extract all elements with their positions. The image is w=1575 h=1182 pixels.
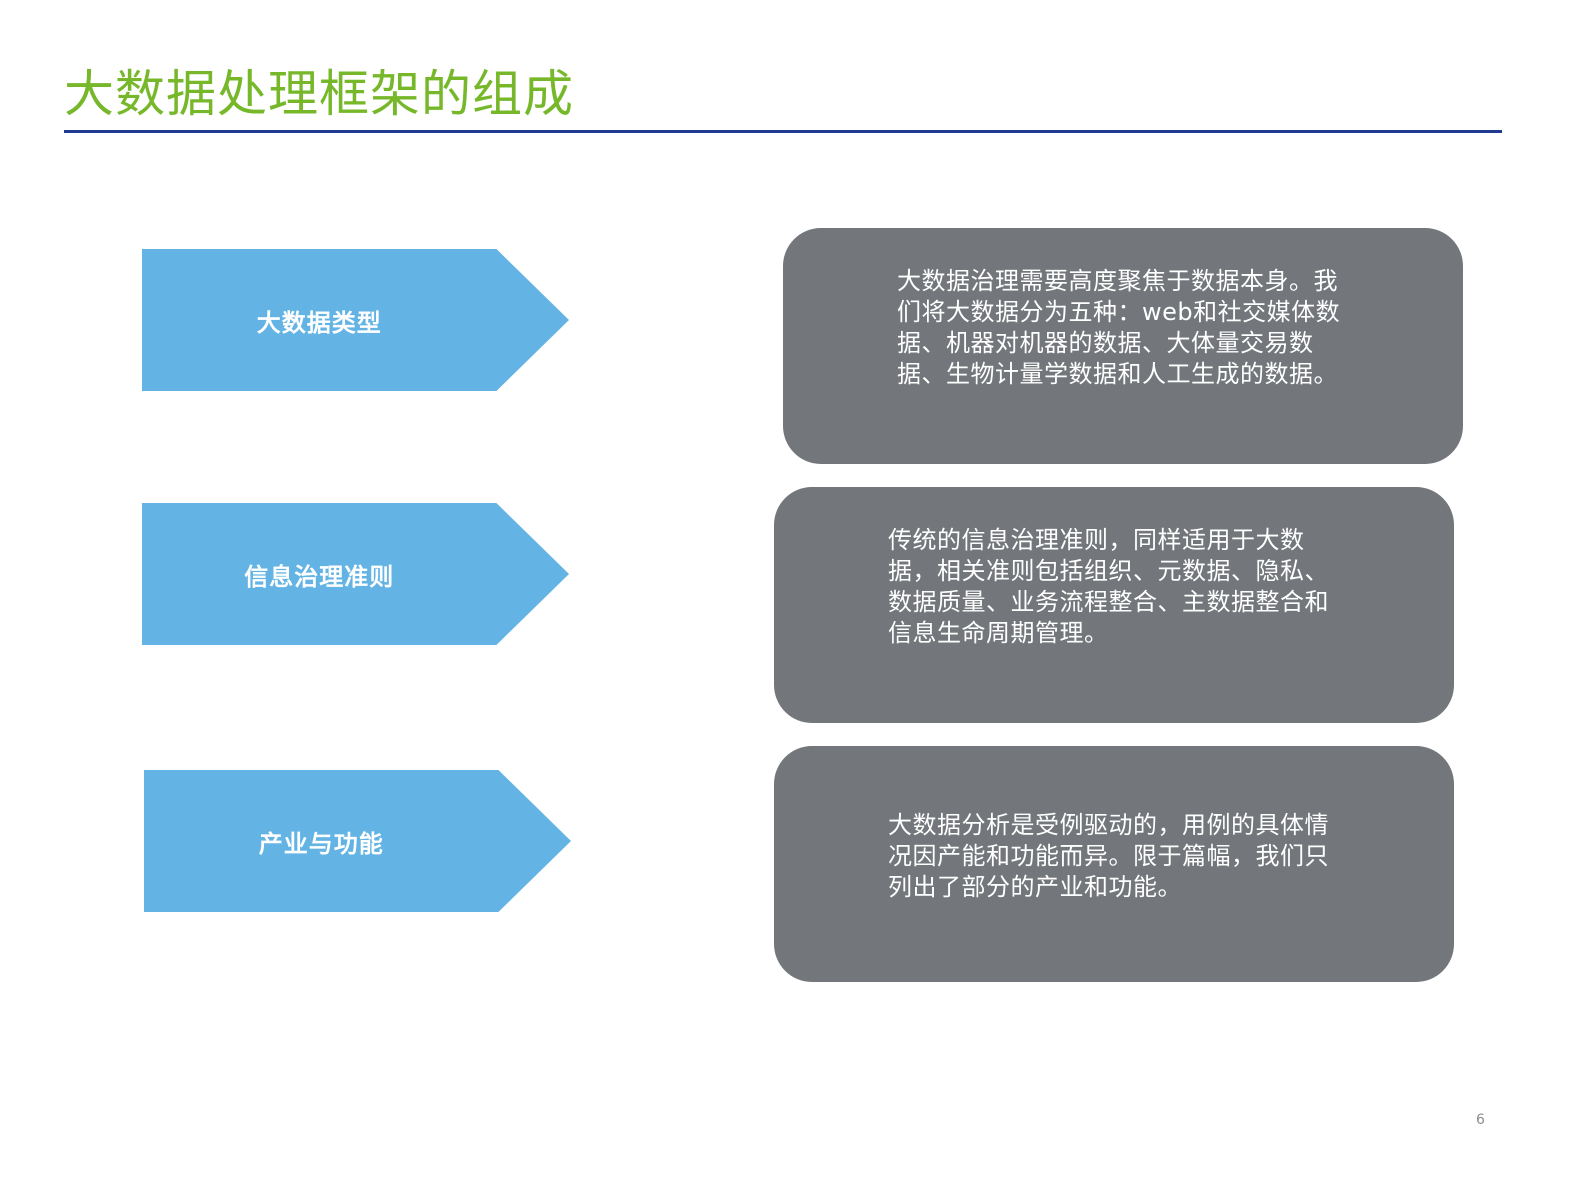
description-box-governance-principles: 传统的信息治理准则，同样适用于大数据，相关准则包括组织、元数据、隐私、数据质量、… bbox=[774, 487, 1454, 723]
description-box-industries-functions: 大数据分析是受例驱动的，用例的具体情况因产能和功能而异。限于篇幅，我们只列出了部… bbox=[774, 746, 1454, 982]
arrow-shape-industries-functions: 产业与功能 bbox=[144, 770, 571, 912]
description-text: 传统的信息治理准则，同样适用于大数据，相关准则包括组织、元数据、隐私、数据质量、… bbox=[888, 526, 1329, 647]
description-text: 大数据治理需要高度聚焦于数据本身。我们将大数据分为五种：web和社交媒体数据、机… bbox=[897, 267, 1341, 388]
arrow-shape-data-types: 大数据类型 bbox=[142, 249, 569, 391]
page-number: 6 bbox=[1476, 1112, 1485, 1128]
arrow-label: 产业与功能 bbox=[258, 829, 384, 858]
slide-title: 大数据处理框架的组成 bbox=[64, 65, 574, 123]
arrow-label: 大数据类型 bbox=[256, 308, 382, 337]
arrow-label: 信息治理准则 bbox=[244, 562, 395, 591]
arrow-shape-governance-principles: 信息治理准则 bbox=[142, 503, 569, 645]
title-divider bbox=[64, 130, 1502, 133]
description-text: 大数据分析是受例驱动的，用例的具体情况因产能和功能而异。限于篇幅，我们只列出了部… bbox=[888, 811, 1329, 901]
description-box-data-types: 大数据治理需要高度聚焦于数据本身。我们将大数据分为五种：web和社交媒体数据、机… bbox=[783, 228, 1463, 464]
